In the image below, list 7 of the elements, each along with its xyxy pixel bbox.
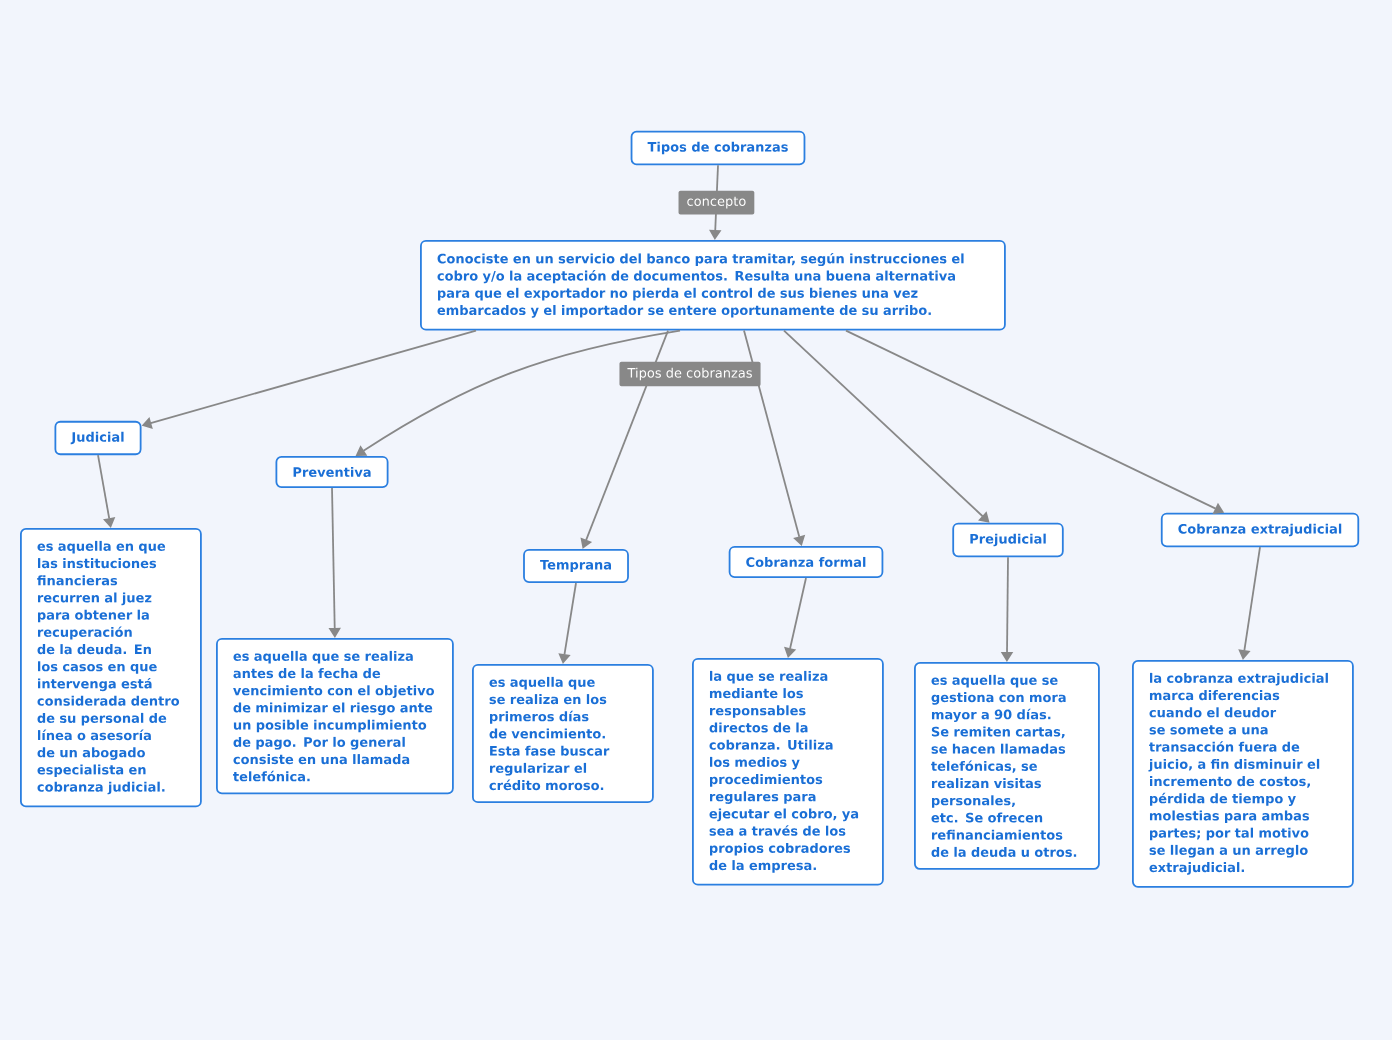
arrow (743, 329, 806, 546)
arrow (1238, 546, 1261, 660)
arrow (580, 329, 669, 549)
arrow (97, 454, 116, 528)
arrow (783, 329, 990, 523)
arrow (558, 582, 577, 664)
arrow (784, 577, 807, 658)
